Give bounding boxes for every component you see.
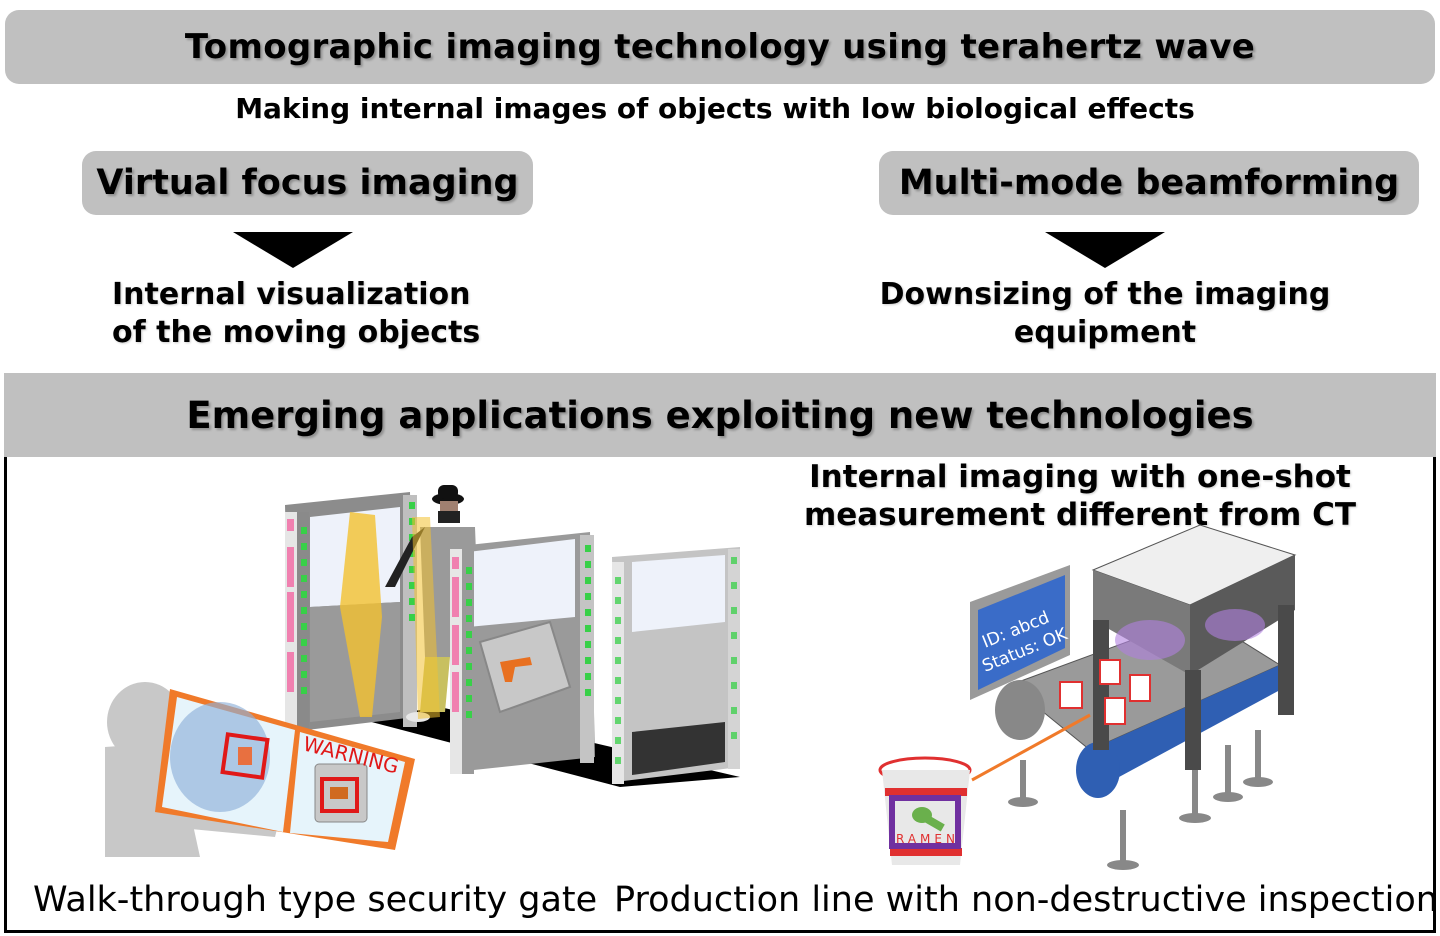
sensor-strip-pink: [287, 519, 294, 692]
production-note: Internal imaging with one-shot measureme…: [800, 458, 1360, 534]
sensor-strip-green: [615, 557, 737, 764]
cup-label: RAMEN: [896, 832, 959, 846]
terahertz-beam: [340, 512, 382, 717]
applications-heading: Emerging applications exploiting new tec…: [4, 373, 1436, 457]
sensor-strip-green: [301, 502, 415, 694]
gun-icon: [238, 747, 252, 765]
security-gate-illustration: WARNING: [105, 485, 740, 857]
note-line: Internal imaging with one-shot: [809, 459, 1351, 495]
tech-box-multi-mode: Multi-mode beamforming: [879, 151, 1419, 215]
result-line: Internal visualization: [112, 277, 471, 312]
sensor-strip-pink: [452, 557, 459, 712]
detection-box: [320, 777, 359, 813]
conveyor-roller: [1076, 742, 1120, 798]
inspected-cup: RAMEN: [878, 756, 972, 865]
security-monitor: WARNING: [155, 689, 415, 850]
caption-security-gate: Walk-through type security gate: [33, 880, 598, 920]
result-virtual-focus: Internal visualization of the moving obj…: [112, 276, 480, 352]
detection-box: [220, 732, 270, 780]
conveyor-legs: [1008, 730, 1273, 870]
subtitle: Making internal images of objects with l…: [235, 92, 1195, 125]
body-scan-image: [170, 702, 270, 812]
ramen-cups: [1059, 659, 1151, 725]
tech-box-virtual-focus: Virtual focus imaging: [82, 151, 533, 215]
result-line: equipment: [1013, 315, 1197, 350]
beam-region: [1115, 620, 1185, 660]
gate-panel: [612, 547, 740, 784]
scanner-housing: [1091, 524, 1297, 770]
suitcase: [478, 620, 572, 714]
gun-icon: [330, 787, 348, 799]
gun-icon: [500, 657, 532, 682]
production-line-illustration: ID: abcd Status: OK RAMEN: [878, 524, 1297, 870]
detection-box: [889, 795, 961, 849]
down-arrow-icon: [233, 232, 353, 268]
status-display: ID: abcd Status: OK: [970, 565, 1071, 700]
inspection-link: [971, 713, 1091, 782]
caption-production-line: Production line with non-destructive ins…: [614, 880, 1438, 920]
sensor-strip-green: [466, 545, 591, 718]
result-line: of the moving objects: [112, 315, 481, 350]
conveyor-roller: [995, 680, 1045, 740]
result-multi-mode: Downsizing of the imaging equipment: [870, 276, 1340, 352]
main-title: Tomographic imaging technology using ter…: [5, 10, 1435, 84]
result-line: Downsizing of the imaging: [879, 277, 1331, 312]
down-arrow-icon: [1045, 232, 1165, 268]
note-line: measurement different from CT: [803, 497, 1357, 533]
applications-frame: [4, 457, 1436, 933]
beam-region: [1205, 609, 1265, 641]
